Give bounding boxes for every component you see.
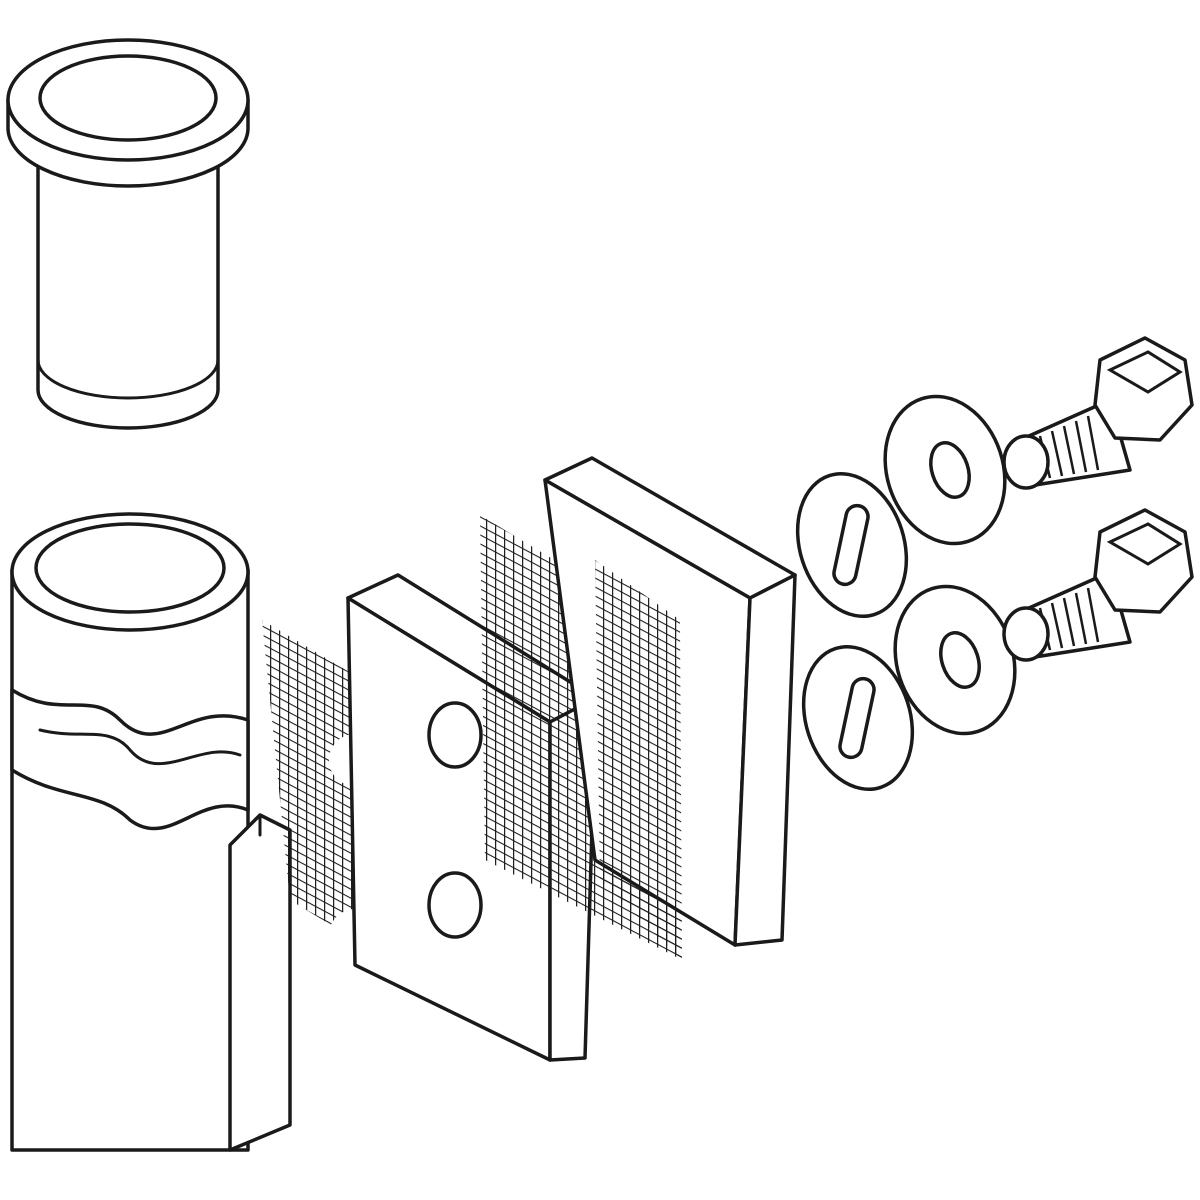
bushing	[6, 38, 250, 430]
washer-lower	[893, 584, 1017, 736]
slotted-washer-upper	[795, 471, 909, 619]
hex-bolt-lower	[1002, 508, 1194, 662]
hinge-body	[10, 512, 292, 1152]
washer-upper	[883, 394, 1007, 546]
hex-bolt-upper	[1002, 336, 1194, 490]
wedge-plate-back	[543, 456, 797, 960]
slotted-washer-lower	[801, 644, 915, 792]
